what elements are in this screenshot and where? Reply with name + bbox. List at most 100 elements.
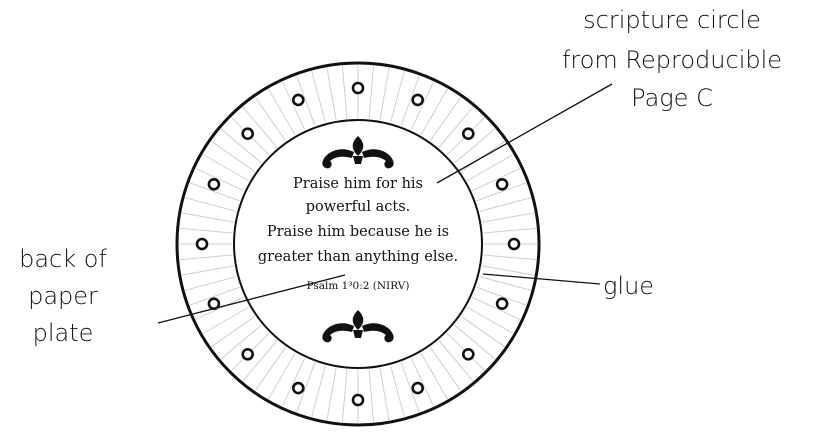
punch-hole-icon (195, 237, 209, 251)
back-of-plate-label-line-2: paper (28, 282, 98, 310)
scripture-circle-callout: scripture circle from Reproducible Page … (562, 6, 782, 112)
rim-ridge-line (189, 286, 240, 306)
rim-ridge-line (341, 65, 348, 119)
rim-ridge-line (410, 81, 435, 131)
rim-ridge-line (454, 324, 496, 360)
rim-ridge-line (410, 357, 435, 407)
punch-hole-icon (351, 81, 365, 95)
back-of-plate-label-line-1: back of (19, 245, 107, 273)
rim-ridge-line (400, 362, 420, 413)
punch-hole-icon (495, 178, 509, 191)
rim-ridge-line (471, 167, 521, 192)
rim-ridge-line (268, 352, 296, 400)
rim-ridge-line (438, 106, 474, 148)
punch-hole-icon (351, 393, 365, 407)
rim-ridge-line (476, 182, 527, 202)
scripture-circle-label-line-1: scripture circle (583, 6, 761, 34)
verse-line-3: Praise him because he is (267, 224, 449, 240)
rim-ridge-line (482, 265, 535, 276)
punch-holes (195, 81, 521, 407)
rim-ridge-line (368, 65, 375, 119)
punch-hole-icon (411, 93, 425, 107)
rim-ridge-line (254, 97, 287, 142)
rim-ridge-line (195, 167, 245, 192)
punch-hole-icon (241, 347, 254, 361)
punch-hole-icon (461, 347, 475, 361)
rim-ridge-line (326, 368, 337, 421)
rim-ridge-line (390, 70, 405, 123)
rim-ridge-line (268, 88, 296, 136)
rim-ridge-line (181, 212, 234, 223)
bottom-fleur-ornament-icon (322, 310, 394, 343)
rim-ridge-line (341, 369, 348, 423)
rim-ridge-line (281, 81, 306, 131)
rim-ridge-line (179, 227, 233, 234)
rim-ridge-line (311, 70, 326, 123)
rim-ridge-line (420, 352, 448, 400)
rim-ridge-line (202, 154, 250, 182)
rim-ridge-line (296, 362, 316, 413)
rim-ridge-line (429, 97, 462, 142)
glue-leader-line (482, 273, 601, 285)
scripture-circle-label-line-3: Page C (631, 84, 713, 112)
paper-plate-outer-rim (175, 61, 541, 427)
rim-ridge-line (195, 296, 245, 321)
glue-label: glue (603, 272, 654, 300)
punch-hole-icon (461, 127, 475, 140)
punch-hole-icon (207, 178, 221, 191)
scripture-text: Praise him for his powerful acts. Praise… (258, 176, 458, 292)
punch-hole-icon (241, 127, 254, 140)
rim-ridge-line (184, 276, 237, 291)
punch-hole-icon (507, 237, 521, 251)
punch-hole-icon (411, 381, 425, 395)
plate-rim-ridges (179, 65, 537, 423)
verse-reference: Psalm 1³0:2 (NIRV) (307, 280, 410, 292)
rim-ridge-line (311, 365, 326, 418)
rim-ridge-line (479, 197, 532, 212)
punch-hole-icon (291, 381, 305, 395)
rim-ridge-line (254, 346, 287, 391)
rim-ridge-line (476, 286, 527, 306)
scripture-circle-leader-line (436, 83, 613, 184)
rim-ridge-line (281, 357, 306, 407)
punch-hole-icon (291, 93, 305, 107)
rim-ridge-line (466, 154, 514, 182)
verse-line-1: Praise him for his (293, 176, 423, 192)
rim-ridge-line (211, 315, 256, 348)
back-of-plate-label-line-3: plate (33, 319, 94, 347)
rim-ridge-line (429, 346, 462, 391)
verse-line-2: powerful acts. (306, 199, 411, 215)
rim-ridge-line (483, 227, 537, 234)
rim-ridge-line (220, 324, 262, 360)
scripture-circle (233, 119, 483, 369)
rim-ridge-line (202, 306, 250, 334)
rim-ridge-line (181, 265, 234, 276)
rim-ridge-line (189, 182, 240, 202)
verse-line-4: greater than anything else. (258, 249, 458, 265)
rim-ridge-line (479, 276, 532, 291)
rim-ridge-line (242, 340, 278, 382)
rim-ridge-line (211, 140, 256, 173)
rim-ridge-line (390, 365, 405, 418)
rim-ridge-line (368, 369, 375, 423)
back-of-plate-leader-line (157, 274, 346, 324)
rim-ridge-line (482, 212, 535, 223)
rim-ridge-line (454, 128, 496, 164)
rim-ridge-line (242, 106, 278, 148)
rim-ridge-line (420, 88, 448, 136)
rim-ridge-line (460, 315, 505, 348)
rim-ridge-line (483, 254, 537, 261)
rim-ridge-line (471, 296, 521, 321)
rim-ridge-line (379, 67, 390, 120)
rim-ridge-line (379, 368, 390, 421)
rim-ridge-line (184, 197, 237, 212)
rim-ridge-line (326, 67, 337, 120)
back-of-plate-callout: back of paper plate (19, 245, 107, 347)
rim-ridge-line (296, 75, 316, 126)
top-fleur-ornament-icon (322, 136, 394, 169)
scripture-circle-label-line-2: from Reproducible (562, 46, 782, 74)
rim-ridge-line (220, 128, 262, 164)
punch-hole-icon (495, 297, 509, 311)
rim-ridge-line (466, 306, 514, 334)
